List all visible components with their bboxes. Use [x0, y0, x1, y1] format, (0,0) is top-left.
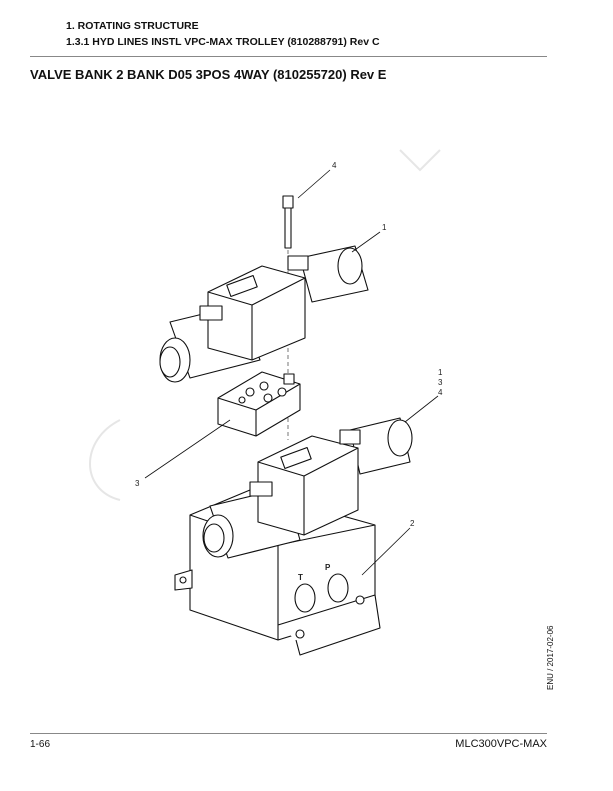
- callout-1-top: 1: [382, 223, 387, 232]
- port-label-p: P: [325, 563, 331, 572]
- header-divider: [30, 56, 547, 57]
- subsection-heading: 1.3.1 HYD LINES INSTL VPC-MAX TROLLEY (8…: [66, 36, 380, 48]
- callout-4-top: 4: [332, 161, 337, 170]
- callout-stack-3: 3: [438, 378, 443, 387]
- footer-divider: [30, 733, 547, 734]
- page-title: VALVE BANK 2 BANK D05 3POS 4WAY (8102557…: [30, 67, 387, 82]
- callout-3: 3: [135, 479, 140, 488]
- port-label-t: T: [298, 573, 303, 582]
- doc-date: ENU / 2017-02-06: [546, 625, 555, 690]
- callout-stack-1: 1: [438, 368, 443, 377]
- callout-stack-4: 4: [438, 388, 443, 397]
- valve-top: [159, 245, 369, 383]
- page-number: 1-66: [30, 739, 51, 750]
- leader-lines: [144, 169, 439, 576]
- callout-labels: 4 1 1 3 4 3 2 T P: [135, 161, 443, 582]
- subplate: [217, 371, 301, 437]
- watermark: [89, 149, 441, 501]
- model-name: MLC300VPC-MAX: [455, 738, 547, 750]
- valve-lower: [202, 417, 413, 559]
- callout-2: 2: [410, 519, 415, 528]
- section-heading: 1. ROTATING STRUCTURE: [66, 20, 199, 32]
